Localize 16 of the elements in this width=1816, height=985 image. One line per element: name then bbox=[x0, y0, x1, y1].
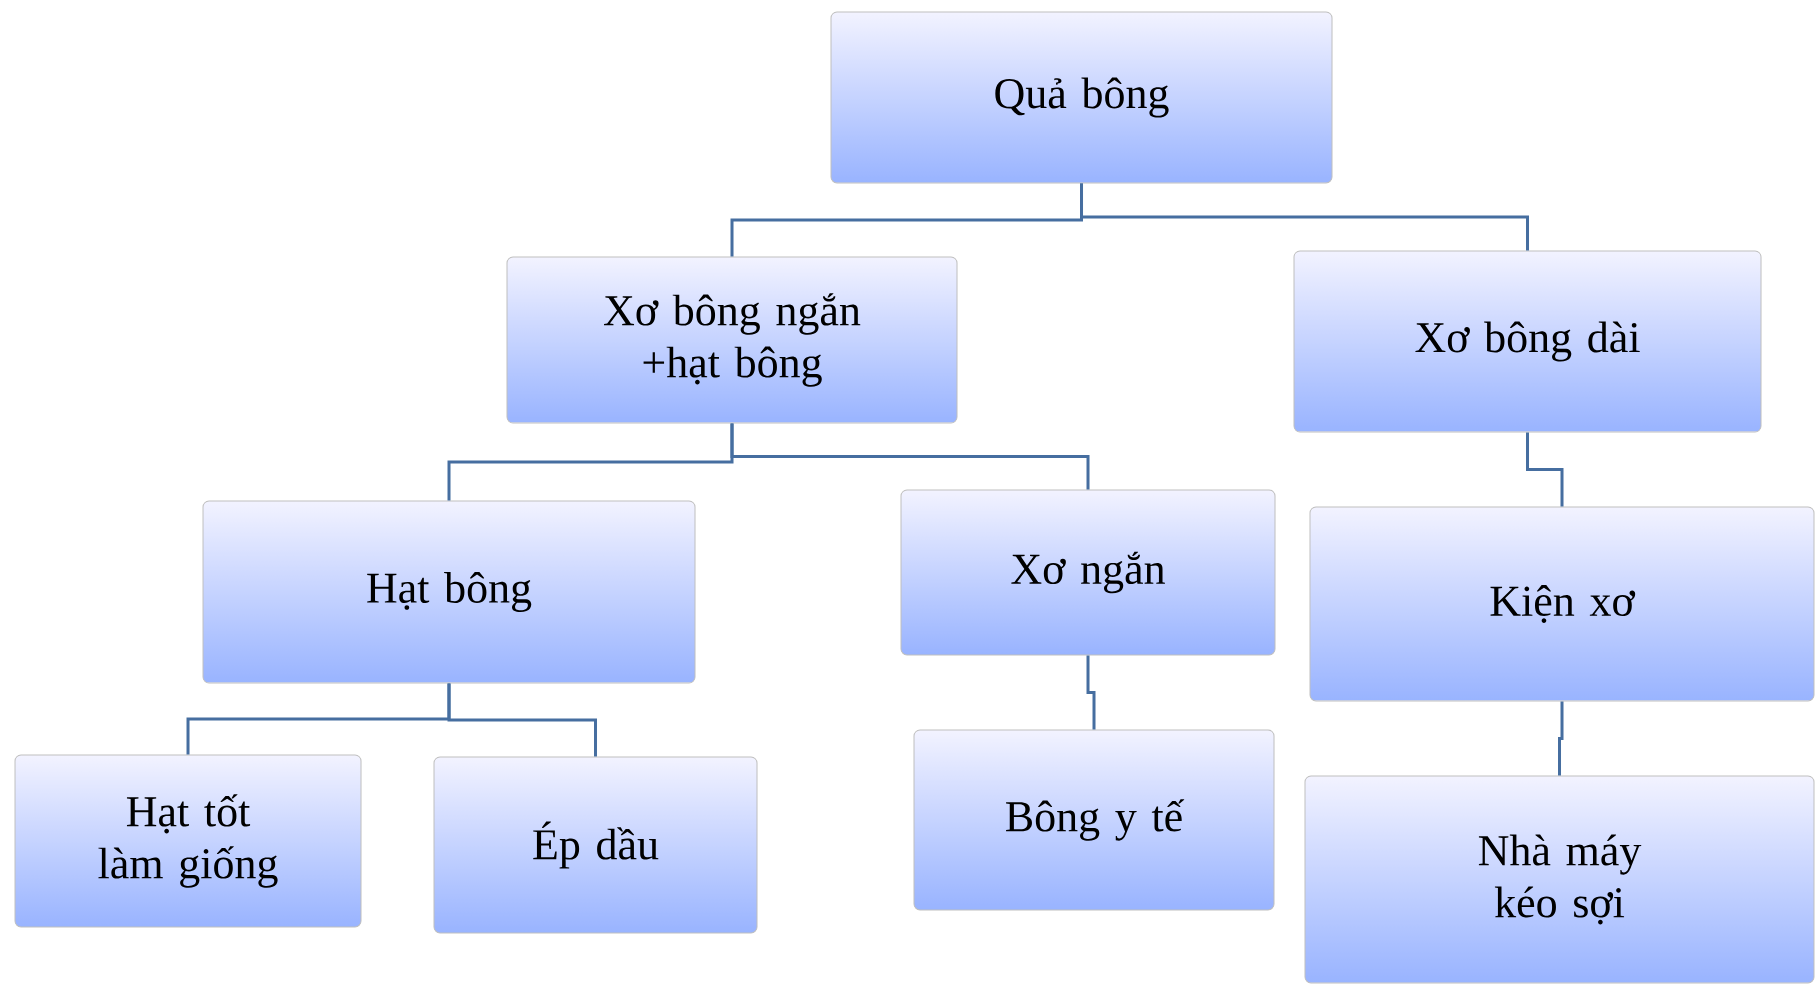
connector-line bbox=[1526, 432, 1564, 507]
process-box: Hạt tốt làm giống bbox=[14, 754, 362, 928]
connector-line bbox=[1080, 183, 1529, 251]
process-box: Kiện xơ bbox=[1309, 506, 1815, 702]
connector-line bbox=[447, 683, 597, 757]
process-box: Xơ bông ngắn +hạt bông bbox=[506, 256, 958, 424]
process-box: Nhà máy kéo sợi bbox=[1304, 775, 1815, 984]
process-box: Xơ ngắn bbox=[900, 489, 1276, 656]
process-box: Hạt bông bbox=[202, 500, 696, 684]
connector-line bbox=[1086, 655, 1096, 730]
process-box: Quả bông bbox=[830, 11, 1333, 184]
connector-line bbox=[1558, 701, 1564, 776]
connector-line bbox=[730, 423, 1090, 490]
process-box: Xơ bông dài bbox=[1293, 250, 1762, 433]
process-box: Ép dầu bbox=[433, 756, 758, 934]
process-box: Bông y tế bbox=[913, 729, 1275, 911]
